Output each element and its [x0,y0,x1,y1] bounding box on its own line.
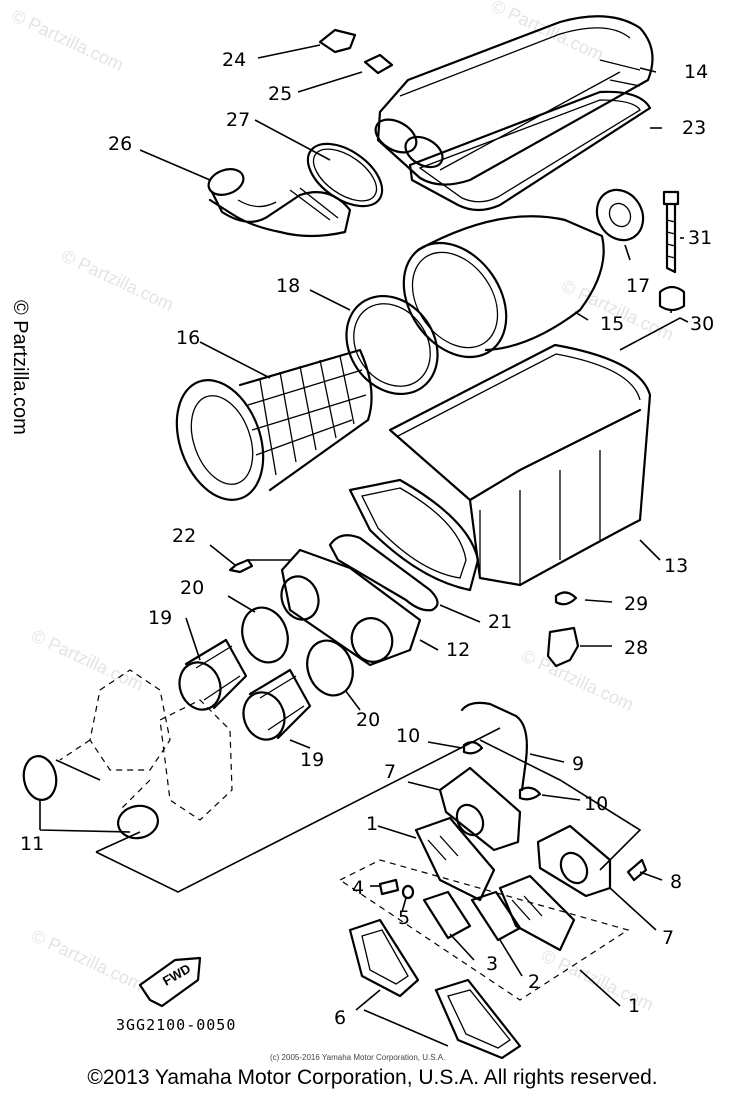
callout-24: 24 [222,49,246,71]
diagram-code: 3GG2100-0050 [116,1016,236,1034]
part-14-airbox-cover [374,15,654,186]
callout-13: 13 [664,555,688,577]
callout-11: 11 [20,833,44,855]
callout-15: 15 [600,313,624,335]
callout-25: 25 [268,83,292,105]
part-3-stopper [422,890,472,940]
callout-1-upper: 1 [366,813,378,835]
part-17-cap [595,188,645,242]
callout-7-left: 7 [384,761,396,783]
watermark-text: © Partzilla.com [8,5,126,74]
watermark-text: © Partzilla.com [28,925,146,994]
watermark-text: © Partzilla.com [518,645,636,714]
part-18-filter-ring [345,294,439,396]
part-28-hose-cap [546,626,580,668]
part-7-intake-joint-right [536,824,612,898]
part-19-carb-joint-upper [178,638,248,711]
callout-27: 27 [226,109,250,131]
leader-lines [39,44,689,1047]
callout-12: 12 [446,639,470,661]
callout-4: 4 [352,877,364,899]
part-23-cover-gasket [408,90,652,212]
callout-8: 8 [670,871,682,893]
part-22-screw [228,558,254,574]
part-1-reed-valve-left [414,816,496,902]
part-19-carb-joint-lower [242,668,312,741]
callout-19-upper: 19 [148,607,172,629]
callout-9: 9 [572,753,584,775]
callout-3: 3 [486,953,498,975]
callout-28: 28 [624,637,648,659]
callout-7-right: 7 [662,927,674,949]
part-26-intake-duct [207,168,352,238]
callout-10-upper: 10 [396,725,420,747]
callout-20-lower: 20 [356,709,380,731]
part-15-filter-sleeve [402,215,605,359]
watermark-text: © Partzilla.com [28,625,146,694]
part-6-gasket-lower [434,978,522,1060]
part-7-intake-joint-left [438,766,522,852]
part-24-clip [318,28,357,54]
callout-1-lower: 1 [628,995,640,1017]
callout-26: 26 [108,133,132,155]
callout-17: 17 [626,275,650,297]
part-2-reed-valve-plate [470,890,522,942]
callout-22: 22 [172,525,196,547]
part-20-clamp-upper [241,606,289,664]
part-29-clip [554,591,578,606]
part-4-screw [378,878,400,896]
callout-10-lower: 10 [584,793,608,815]
part-25-clip [363,53,394,75]
part-21-boot-gasket [328,534,439,612]
part-9-breather-hose [460,701,528,792]
part-10-clip-lower [518,786,542,801]
part-20-clamp-lower [306,639,354,697]
part-31-bolt [662,190,680,274]
callout-6: 6 [334,1007,346,1029]
part-27-clamp [306,142,384,208]
part-12-air-joint [280,548,422,667]
fwd-label: FWD [160,961,193,989]
part-5-washer [401,884,415,900]
fwd-arrow-icon: FWD [138,956,202,1008]
watermark-side-text: © Partzilla.com [9,300,31,435]
footer-copyright: ©2013 Yamaha Motor Corporation, U.S.A. A… [87,1066,658,1089]
watermark-text: © Partzilla.com [58,245,176,314]
part-6-gasket-upper [348,918,420,998]
callout-21: 21 [488,611,512,633]
carburetor-reference-outline [59,669,233,821]
callout-31: 31 [688,227,712,249]
part-13-airbox-case [348,343,652,592]
callout-18: 18 [276,275,300,297]
part-8-bolt [626,858,648,882]
callout-14: 14 [684,61,708,83]
callout-19-lower: 19 [300,749,324,771]
part-11-clamps [22,755,159,840]
callout-20-upper: 20 [180,577,204,599]
callout-2: 2 [528,971,540,993]
callout-5: 5 [398,907,410,929]
callout-23: 23 [682,117,706,139]
callout-30: 30 [690,313,714,335]
part-10-clip-upper [462,741,484,755]
callout-16: 16 [176,327,200,349]
callout-29: 29 [624,593,648,615]
part-16-filter-element [175,348,373,501]
callout-labels: 24 25 14 23 27 26 31 17 30 18 15 16 13 2… [20,49,714,1029]
inner-copyright: (c) 2005-2016 Yamaha Motor Corporation, … [270,1053,445,1062]
part-30-grommet [658,285,686,312]
